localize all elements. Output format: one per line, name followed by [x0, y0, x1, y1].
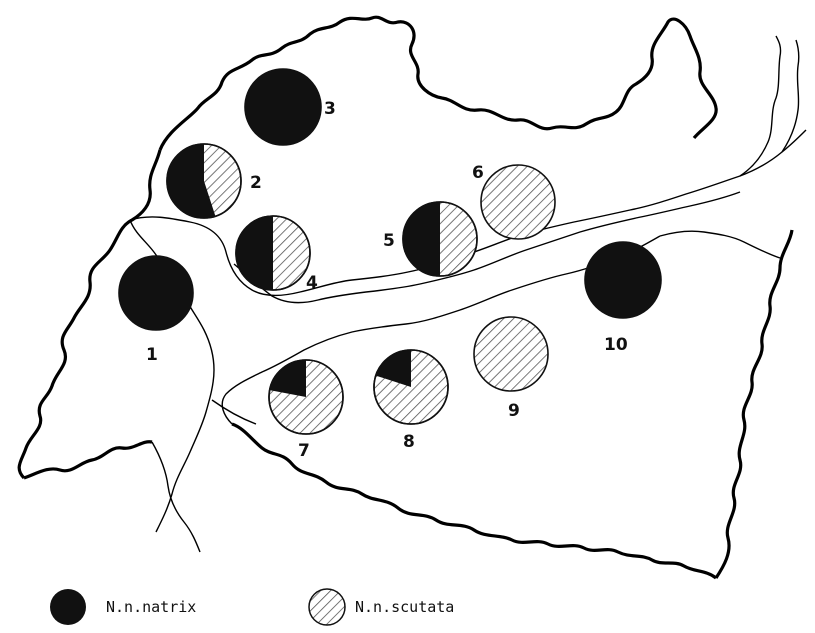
border-south-west — [23, 440, 153, 480]
site-5-outline — [402, 201, 478, 277]
border-east — [714, 229, 794, 579]
site-7-label: 7 — [298, 441, 310, 461]
river-east-branch — [739, 35, 782, 177]
site-7-natrix-slice — [269, 360, 306, 397]
site-2-label: 2 — [250, 173, 262, 193]
site-4: 4 — [235, 215, 318, 293]
site-3-label: 3 — [324, 99, 336, 119]
site-1: 1 — [118, 255, 194, 365]
site-3-natrix-slice — [245, 69, 321, 145]
legend-label-scutata: N.n.scutata — [355, 598, 454, 616]
site-5-natrix-slice — [403, 202, 440, 276]
river-south-east — [659, 230, 781, 259]
site-1-natrix-slice — [119, 256, 193, 330]
site-1-label: 1 — [146, 345, 158, 365]
site-2-natrix-slice — [167, 144, 216, 218]
legend-swatch-natrix — [50, 589, 86, 625]
site-3: 3 — [244, 68, 336, 146]
river-mid-south — [221, 235, 661, 425]
site-2: 2 — [166, 143, 262, 219]
border-west — [17, 149, 162, 480]
river-south-west — [151, 441, 201, 553]
border-north — [158, 15, 718, 151]
site-6-label: 6 — [472, 163, 484, 183]
site-10-natrix-slice — [585, 242, 661, 318]
legend-label-natrix: N.n.natrix — [106, 598, 196, 616]
river-east-branch-2 — [781, 39, 800, 153]
sites-layer: 1 2 3 4 5 6 7 8 9 10 — [118, 68, 662, 461]
river-southern — [211, 399, 257, 425]
site-9: 9 — [473, 316, 549, 421]
site-4-natrix-slice — [236, 216, 273, 290]
site-10: 10 — [584, 241, 662, 355]
site-9-label: 9 — [508, 401, 520, 421]
river-lines — [129, 35, 807, 553]
country-border — [17, 15, 794, 580]
site-6: 6 — [472, 163, 556, 240]
legend-item-natrix: N.n.natrix — [50, 589, 196, 625]
site-9-scutata-slice — [473, 316, 549, 392]
site-5-label: 5 — [383, 231, 395, 251]
site-7-outline — [268, 359, 344, 435]
site-5: 5 — [383, 201, 478, 277]
site-6-scutata-slice — [480, 164, 556, 240]
site-7: 7 — [268, 359, 344, 461]
site-4-label: 4 — [306, 273, 318, 293]
site-10-label: 10 — [604, 335, 628, 355]
legend-swatch-scutata — [308, 588, 346, 626]
site-2-outline — [166, 143, 242, 219]
site-8: 8 — [373, 349, 449, 452]
border-south — [231, 422, 717, 580]
site-8-natrix-slice — [375, 350, 411, 387]
river-main-north — [129, 129, 807, 297]
river-main-south — [233, 191, 741, 304]
site-8-label: 8 — [403, 432, 415, 452]
site-8-outline — [373, 349, 449, 425]
legend-item-scutata: N.n.scutata — [308, 588, 454, 626]
legend: N.n.natrix N.n.scutata — [50, 588, 454, 626]
site-4-outline — [235, 215, 311, 291]
